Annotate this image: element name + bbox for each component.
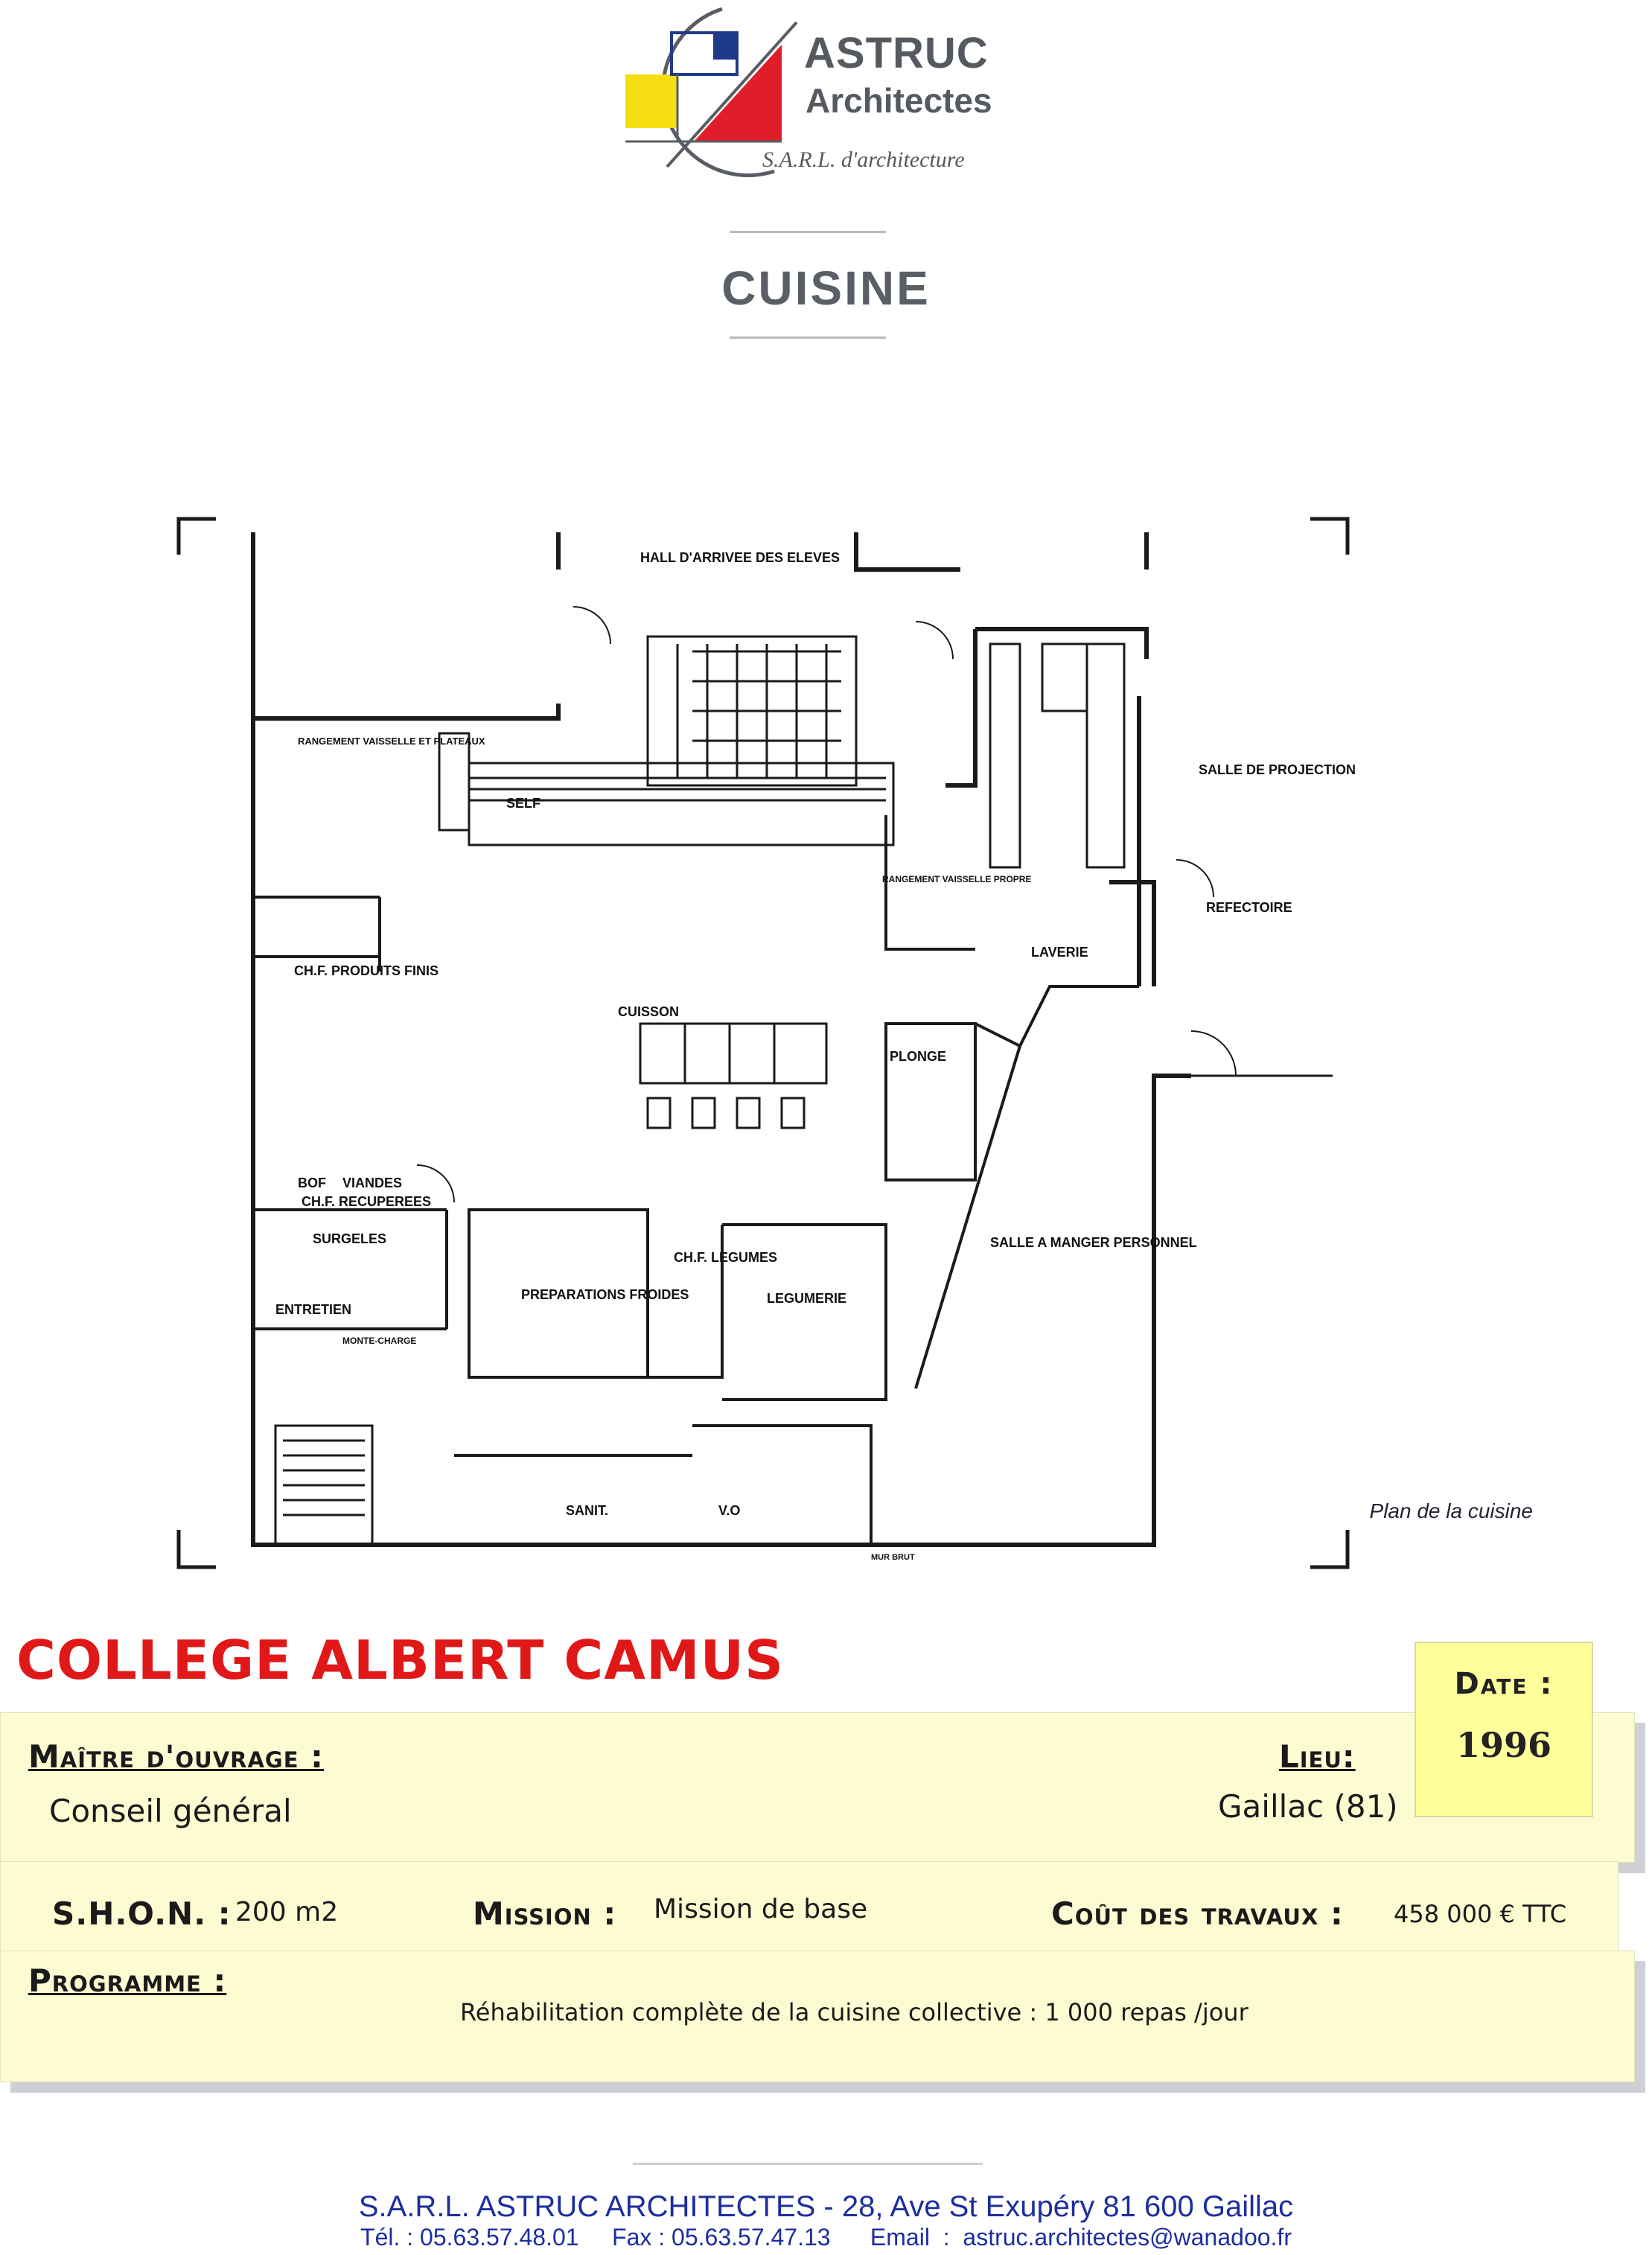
label-salle-personnel: SALLE A MANGER PERSONNEL bbox=[990, 1235, 1197, 1250]
plan-caption: Plan de la cuisine bbox=[1369, 1499, 1533, 1522]
label-plonge: PLONGE bbox=[890, 1049, 946, 1064]
label-self: SELF bbox=[506, 796, 540, 811]
cout-label: Coût des travaux : bbox=[1051, 1895, 1344, 1932]
label-legumerie: LEGUMERIE bbox=[767, 1291, 846, 1306]
logo-tagline: S.A.R.L. d'architecture bbox=[762, 147, 965, 172]
footer-contact: Tél. : 05.63.57.48.01 Fax : 05.63.57.47.… bbox=[360, 2224, 1292, 2251]
date-box: Date : 1996 bbox=[1415, 1642, 1593, 1817]
partitions bbox=[253, 815, 1139, 1545]
date-value: 1996 bbox=[1455, 1725, 1552, 1765]
label-entretien: ENTRETIEN bbox=[275, 1302, 351, 1317]
self-counter bbox=[438, 732, 895, 846]
room-labels: HALL D'ARRIVEE DES ELEVES RANGEMENT VAIS… bbox=[275, 550, 1355, 1562]
label-chf-recuperees: CH.F. RECUPEREES bbox=[302, 1194, 431, 1209]
label-bof: BOF bbox=[298, 1176, 326, 1190]
logo-name: ASTRUC bbox=[804, 29, 989, 77]
walls bbox=[251, 532, 1333, 1547]
door-swings bbox=[416, 606, 1237, 1203]
label-monte-charge: MONTE-CHARGE bbox=[342, 1336, 416, 1346]
stair-block bbox=[274, 635, 858, 1546]
logo-subtitle: Architectes bbox=[806, 81, 992, 120]
title-rule-top bbox=[730, 231, 886, 233]
cooking-island bbox=[639, 1022, 828, 1129]
label-vo: V.O bbox=[718, 1503, 740, 1518]
label-laverie: LAVERIE bbox=[1031, 945, 1088, 960]
programme-value: Réhabilitation complète de la cuisine co… bbox=[460, 1998, 1248, 2026]
label-rangement: RANGEMENT VAISSELLE ET PLATEAUX bbox=[298, 736, 485, 747]
lieu-value: Gaillac (81) bbox=[1218, 1788, 1398, 1825]
title-rule-bottom bbox=[730, 337, 886, 339]
label-mur-brut: MUR BRUT bbox=[871, 1553, 915, 1562]
panel-client bbox=[0, 1712, 1635, 1863]
label-salle-projection: SALLE DE PROJECTION bbox=[1199, 762, 1355, 777]
label-cuisson: CUISSON bbox=[618, 1004, 679, 1019]
lieu-label: Lieu: bbox=[1279, 1738, 1356, 1775]
label-viandes: VIANDES bbox=[342, 1176, 402, 1190]
panel-programme bbox=[0, 1951, 1635, 2082]
page-title: CUISINE bbox=[721, 261, 931, 315]
label-preparations: PREPARATIONS FROIDES bbox=[521, 1287, 689, 1302]
mission-label: Mission : bbox=[473, 1895, 617, 1932]
label-rangement-propre: RANGEMENT VAISSELLE PROPRE bbox=[882, 874, 1031, 884]
programme-label: Programme : bbox=[28, 1962, 227, 1999]
project-title: COLLEGE ALBERT CAMUS bbox=[16, 1629, 784, 1691]
label-chf-produits: CH.F. PRODUITS FINIS bbox=[294, 963, 438, 978]
floor-plan: HALL D'ARRIVEE DES ELEVES RANGEMENT VAIS… bbox=[176, 517, 1355, 1569]
mission-value: Mission de base bbox=[654, 1894, 868, 1924]
label-hall: HALL D'ARRIVEE DES ELEVES bbox=[640, 550, 840, 565]
footer-rule bbox=[633, 2163, 983, 2165]
maitre-label: Maître d'ouvrage : bbox=[28, 1738, 324, 1775]
date-label: Date : bbox=[1454, 1667, 1554, 1701]
shon-label: S.H.O.N. : bbox=[52, 1895, 232, 1932]
cout-value: 458 000 € TTC bbox=[1394, 1900, 1567, 1928]
company-logo: ASTRUC Architectes S.A.R.L. d'architectu… bbox=[596, 0, 1027, 186]
label-refectoire: REFECTOIRE bbox=[1206, 900, 1292, 915]
logo-mark-icon bbox=[625, 7, 798, 177]
shon-value: 200 m2 bbox=[235, 1897, 339, 1927]
maitre-value: Conseil général bbox=[49, 1793, 292, 1829]
footer-address: S.A.R.L. ASTRUC ARCHITECTES - 28, Ave St… bbox=[358, 2190, 1294, 2223]
label-sanit: SANIT. bbox=[566, 1503, 608, 1518]
label-surgeles: SURGELES bbox=[313, 1231, 386, 1246]
label-chf-legumes: CH.F. LEGUMES bbox=[674, 1250, 777, 1265]
laverie-machines bbox=[989, 642, 1126, 869]
crop-marks bbox=[176, 517, 1350, 1569]
